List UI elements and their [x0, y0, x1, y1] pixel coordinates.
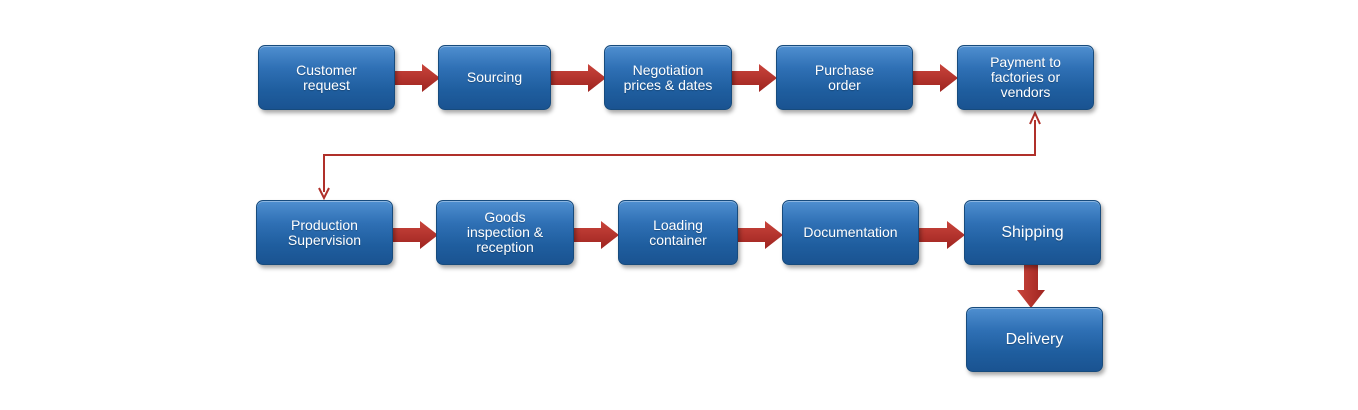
node-customer-request: Customer request: [258, 45, 395, 110]
arrow-negotiation-to-purchase: [731, 64, 777, 92]
arrow-production-to-inspection: [392, 221, 438, 249]
arrow-inspection-to-loading: [573, 221, 619, 249]
arrow-shipping-to-delivery: [1017, 264, 1045, 308]
connector-arrowhead-payment: [1029, 110, 1041, 125]
node-shipping: Shipping: [964, 200, 1101, 265]
arrow-loading-to-documentation: [737, 221, 783, 249]
arrow-documentation-to-shipping: [918, 221, 965, 249]
connector-payment-to-production: [323, 120, 1036, 192]
arrow-purchase-to-payment: [912, 64, 958, 92]
node-payment: Payment to factories or vendors: [957, 45, 1094, 110]
connector-arrowhead-production: [318, 187, 330, 201]
node-goods-inspection: Goods inspection & reception: [436, 200, 574, 265]
arrow-customer-to-sourcing: [394, 64, 440, 92]
node-negotiation: Negotiation prices & dates: [604, 45, 732, 110]
node-purchase-order: Purchase order: [776, 45, 913, 110]
node-documentation: Documentation: [782, 200, 919, 265]
node-sourcing: Sourcing: [438, 45, 551, 110]
arrow-sourcing-to-negotiation: [550, 64, 606, 92]
node-delivery: Delivery: [966, 307, 1103, 372]
node-production-supervision: Production Supervision: [256, 200, 393, 265]
node-loading-container: Loading container: [618, 200, 738, 265]
